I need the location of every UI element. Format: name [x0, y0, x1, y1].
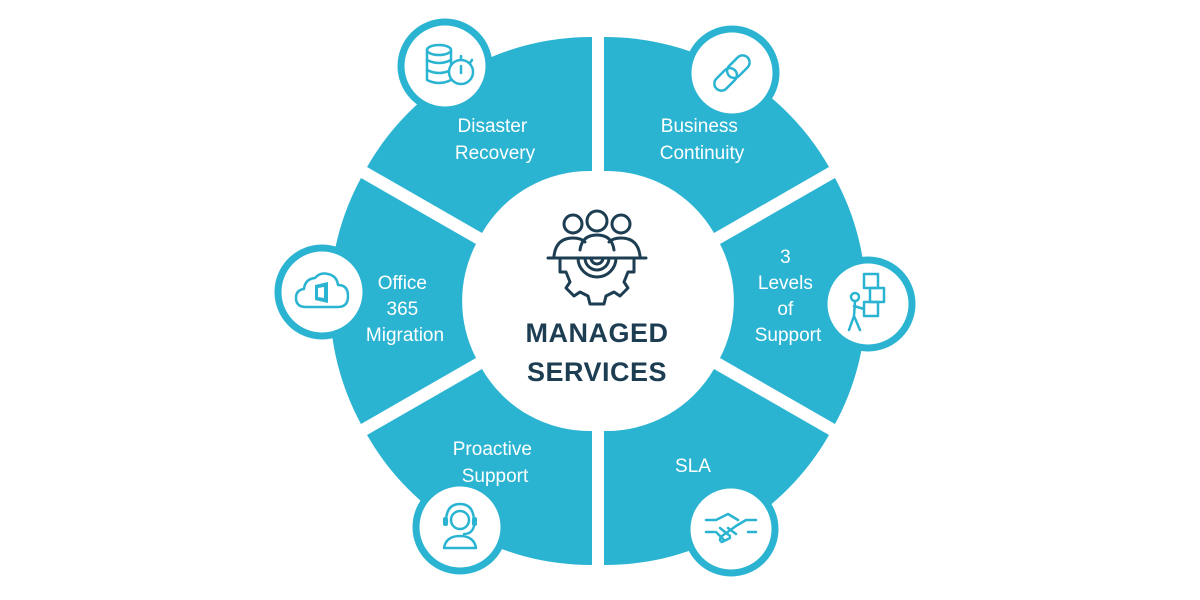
label-line: Proactive — [453, 439, 532, 460]
cloud-office-icon — [294, 272, 350, 309]
badge-circle — [820, 256, 916, 352]
label-line: Support — [462, 466, 529, 487]
badge-levels-of-support — [820, 256, 916, 352]
label-levels-of-support: 3 Levels of Support — [755, 247, 822, 346]
label-line: Support — [755, 325, 822, 346]
label-line: Migration — [366, 325, 444, 346]
badge-circle — [684, 25, 780, 121]
segment-disaster-recovery — [367, 36, 592, 233]
handshake-icon — [704, 512, 758, 544]
badge-disaster-recovery — [397, 18, 493, 114]
badge-business-continuity — [684, 25, 780, 121]
segment-sla — [604, 369, 829, 566]
icon-badges — [274, 18, 916, 577]
label-line: Recovery — [455, 143, 536, 164]
label-business-continuity: Business Continuity — [660, 116, 745, 164]
label-line: Disaster — [458, 116, 528, 137]
badge-circle — [397, 18, 493, 114]
segment-office-365-migration — [329, 178, 476, 424]
segment-labels: Disaster Recovery Business Continuity 3 … — [366, 116, 822, 487]
headset-agent-icon — [442, 502, 478, 550]
segment-levels-of-support — [720, 178, 867, 424]
badge-sla — [683, 481, 779, 577]
badge-office-365-migration — [274, 244, 370, 340]
label-proactive-support: Proactive Support — [453, 439, 537, 487]
label-line: Levels — [758, 273, 813, 294]
link-icon — [713, 54, 751, 92]
person-stacking-boxes-icon — [847, 272, 886, 332]
label-office-365-migration: Office 365 Migration — [366, 273, 444, 346]
badge-proactive-support — [412, 479, 508, 575]
label-line: Continuity — [660, 143, 745, 164]
team-gear-icon — [546, 209, 648, 306]
segments — [329, 36, 867, 566]
segment-proactive-support — [367, 369, 592, 566]
label-line: SLA — [675, 456, 711, 477]
database-timer-icon — [425, 43, 475, 86]
badge-circle — [412, 479, 508, 575]
label-line: 365 — [387, 299, 419, 320]
label-sla: SLA — [675, 456, 711, 477]
label-line: Office — [378, 273, 427, 294]
badge-circle — [274, 244, 370, 340]
center-hub: MANAGED SERVICES — [526, 209, 669, 387]
segment-business-continuity — [604, 36, 829, 233]
label-disaster-recovery: Disaster Recovery — [455, 116, 536, 164]
center-title-line2: SERVICES — [527, 357, 667, 387]
label-line: of — [777, 299, 794, 320]
label-line: 3 — [780, 247, 791, 268]
label-line: Business — [661, 116, 738, 137]
center-title-line1: MANAGED — [526, 318, 669, 348]
